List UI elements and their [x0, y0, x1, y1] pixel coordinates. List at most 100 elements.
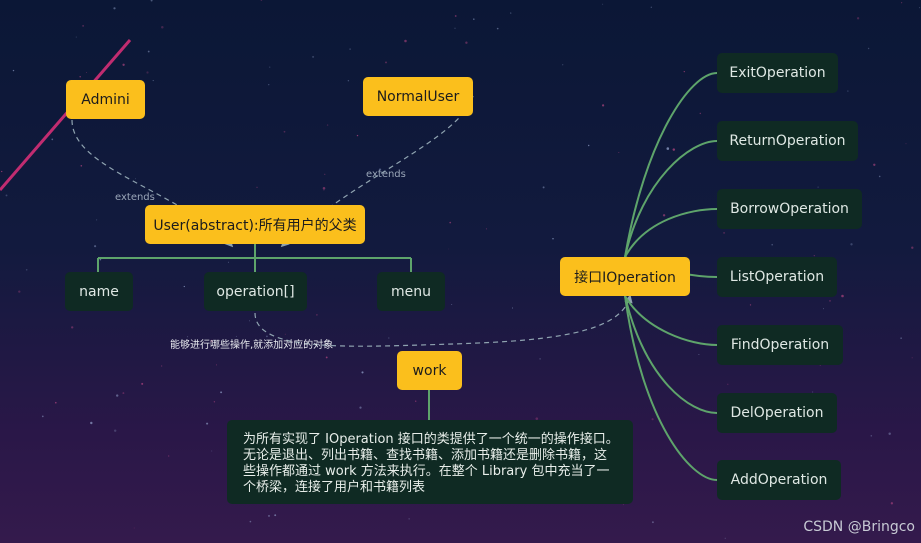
star-dot [41, 415, 44, 418]
star-dot [213, 401, 216, 403]
star-dot [562, 64, 564, 66]
star-dot [867, 47, 870, 50]
star-dot [116, 394, 119, 397]
star-dot [323, 189, 325, 191]
star-dot [94, 245, 97, 248]
star-dot [211, 450, 213, 452]
ioperation-fan-connectors [624, 72, 718, 481]
star-dot [79, 76, 81, 78]
star-dot [618, 151, 620, 154]
star-dot [587, 144, 590, 147]
extends-arrow-admin [71, 119, 234, 248]
star-dot [672, 148, 676, 151]
star-dot [473, 18, 475, 20]
return-operation-node[interactable]: ReturnOperation [717, 121, 858, 161]
star-dot [451, 304, 453, 305]
operation-note-label: 能够进行哪些操作,就添加对应的对象 [170, 340, 334, 351]
work-node[interactable]: work [397, 351, 462, 390]
extends-label-left: extends [115, 192, 155, 203]
star-dot [449, 221, 452, 224]
star-dot [724, 537, 726, 539]
work-description-note: 为所有实现了 IOperation 接口的类提供了一个统一的操作接口。无论是退出… [227, 420, 633, 504]
star-dot [900, 337, 902, 339]
star-dot [911, 246, 914, 249]
extends-label-right: extends [366, 169, 406, 180]
star-dot [601, 104, 605, 107]
star-dot [873, 163, 876, 166]
star-dot [75, 36, 77, 38]
star-dot [905, 143, 907, 145]
del-operation-node[interactable]: DelOperation [717, 393, 837, 433]
star-dot [133, 527, 135, 529]
star-dot [662, 214, 666, 217]
star-dot [5, 194, 8, 197]
star-dot [183, 285, 185, 288]
star-dot [723, 231, 726, 234]
star-dot [256, 186, 258, 188]
star-dot [651, 418, 654, 421]
star-dot [206, 422, 209, 425]
star-dot [699, 112, 702, 115]
operation-array-node[interactable]: operation[] [204, 272, 307, 311]
star-dot [356, 134, 359, 137]
star-dot [150, 0, 153, 2]
star-dot [698, 353, 700, 356]
star-dot [82, 25, 84, 27]
star-dot [749, 304, 752, 306]
star-dot [919, 7, 921, 9]
star-dot [878, 175, 881, 178]
star-dot [283, 130, 286, 133]
star-dot [249, 520, 252, 523]
star-dot [249, 320, 250, 322]
star-dot [465, 41, 468, 44]
star-dot [510, 12, 512, 14]
user-abstract-node[interactable]: User(abstract):所有用户的父类 [145, 205, 365, 244]
star-dot [602, 3, 604, 5]
star-dot [888, 432, 891, 435]
star-dot [829, 300, 831, 302]
normal-user-node[interactable]: NormalUser [363, 77, 473, 116]
star-dot [812, 391, 814, 393]
star-dot [347, 79, 350, 82]
star-dot [388, 337, 390, 339]
menu-node[interactable]: menu [377, 272, 445, 311]
star-dot [267, 514, 271, 517]
admin-node[interactable]: Admini [66, 80, 145, 119]
star-dot [113, 429, 117, 432]
exit-operation-node[interactable]: ExitOperation [717, 53, 838, 93]
user-tree-connectors [97, 244, 412, 272]
star-dot [146, 71, 149, 74]
star-dot [683, 70, 685, 73]
star-dot [113, 7, 116, 10]
star-dot [542, 186, 545, 189]
borrow-operation-node[interactable]: BorrowOperation [717, 189, 862, 229]
star-dot [454, 27, 456, 29]
star-dot [841, 294, 844, 298]
star-dot [385, 61, 387, 64]
star-dot [325, 356, 328, 359]
star-dot [284, 333, 286, 335]
star-dot [771, 243, 773, 246]
watermark: CSDN @Bringco [803, 519, 915, 535]
star-dot [161, 25, 164, 29]
star-dot [235, 335, 237, 337]
star-dot [454, 15, 457, 17]
star-dot [260, 0, 263, 1]
star-dot [152, 80, 154, 82]
star-dot [408, 518, 410, 520]
ioperation-node[interactable]: 接口IOperation [560, 257, 690, 296]
find-operation-node[interactable]: FindOperation [717, 325, 843, 365]
list-operation-node[interactable]: ListOperation [717, 257, 837, 297]
star-dot [96, 219, 98, 221]
star-dot [147, 50, 150, 53]
star-dot [1, 170, 3, 173]
star-dot [160, 365, 163, 367]
star-dot [168, 455, 170, 457]
star-dot [404, 39, 407, 43]
star-dot [850, 243, 853, 246]
star-dot [359, 406, 362, 409]
name-node[interactable]: name [65, 272, 133, 311]
add-operation-node[interactable]: AddOperation [717, 460, 841, 500]
star-dot [349, 48, 351, 50]
star-dot [552, 237, 554, 240]
